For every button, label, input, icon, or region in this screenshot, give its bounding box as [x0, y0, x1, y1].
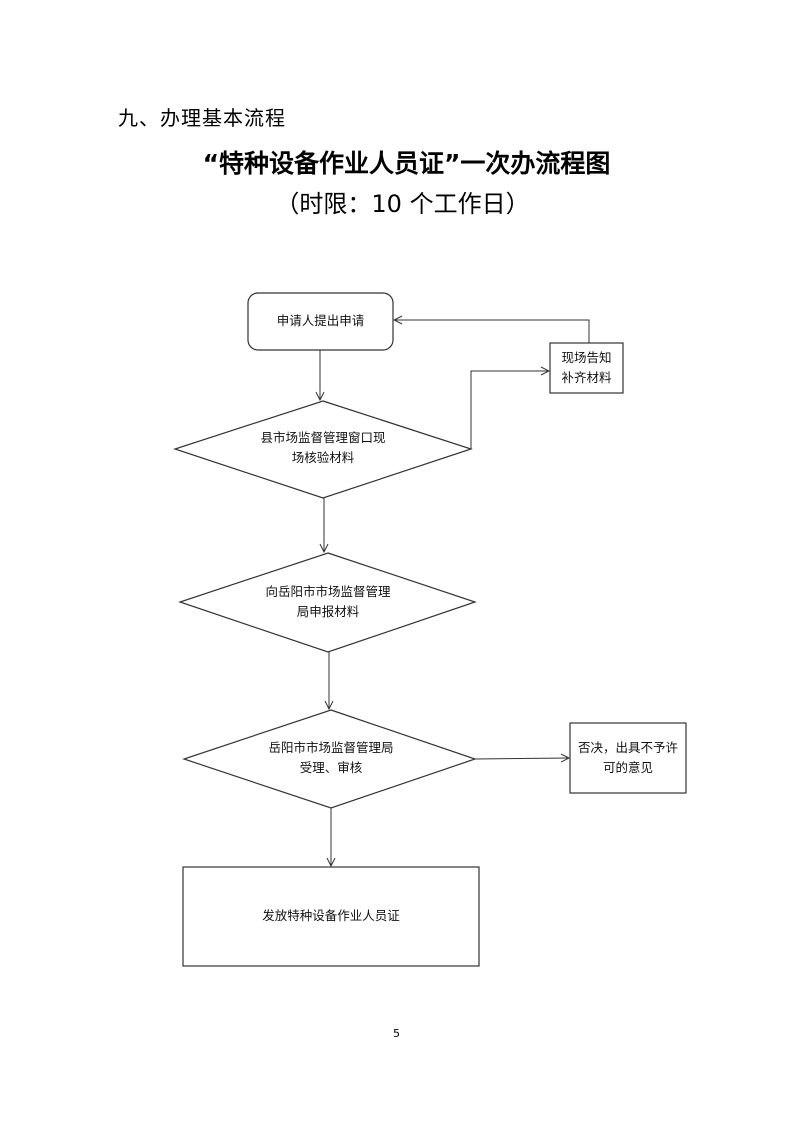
- page-number: 5: [393, 1027, 400, 1040]
- edge-city-review-to-reject: [474, 758, 569, 759]
- issue-cert-label: 发放特种设备作业人员证: [183, 906, 479, 926]
- flowchart-title: “特种设备作业人员证”一次办流程图: [202, 149, 611, 178]
- county-check-label: 县市场监督管理窗口现 场核验材料: [223, 428, 423, 468]
- node-notify-supplement: [549, 342, 624, 394]
- reject-label: 否决，出具不予许 可的意见: [570, 738, 686, 778]
- notify-supplement-line2: 补齐材料: [561, 370, 612, 385]
- node-reject: [569, 722, 687, 794]
- notify-supplement-line1: 现场告知: [561, 350, 612, 365]
- node-issue-cert: [182, 866, 480, 967]
- report-city-line1: 向岳阳市市场监督管理: [265, 584, 391, 599]
- city-review-line2: 受理、审核: [299, 760, 363, 775]
- county-check-line2: 场核验材料: [291, 450, 355, 465]
- reject-line2: 可的意见: [602, 760, 653, 775]
- apply-label: 申请人提出申请: [248, 311, 393, 331]
- edge-notify-to-apply: [394, 320, 590, 343]
- city-review-label: 岳阳市市场监督管理局 受理、审核: [231, 738, 431, 778]
- edge-county-check-to-notify: [470, 371, 549, 449]
- notify-supplement-label: 现场告知 补齐材料: [550, 348, 623, 388]
- node-county-check: [173, 400, 473, 499]
- time-limit-subtitle: （时限：10 个工作日）: [275, 190, 530, 218]
- node-report-city: [178, 552, 477, 653]
- reject-line1: 否决，出具不予许: [577, 740, 678, 755]
- report-city-line2: 局申报材料: [296, 604, 360, 619]
- section-heading: 九、办理基本流程: [118, 106, 286, 130]
- county-check-line1: 县市场监督管理窗口现: [260, 430, 386, 445]
- city-review-line1: 岳阳市市场监督管理局: [268, 740, 394, 755]
- report-city-label: 向岳阳市市场监督管理 局申报材料: [228, 582, 428, 622]
- issue-cert-label-text: 发放特种设备作业人员证: [262, 908, 400, 923]
- apply-label-text: 申请人提出申请: [276, 313, 365, 328]
